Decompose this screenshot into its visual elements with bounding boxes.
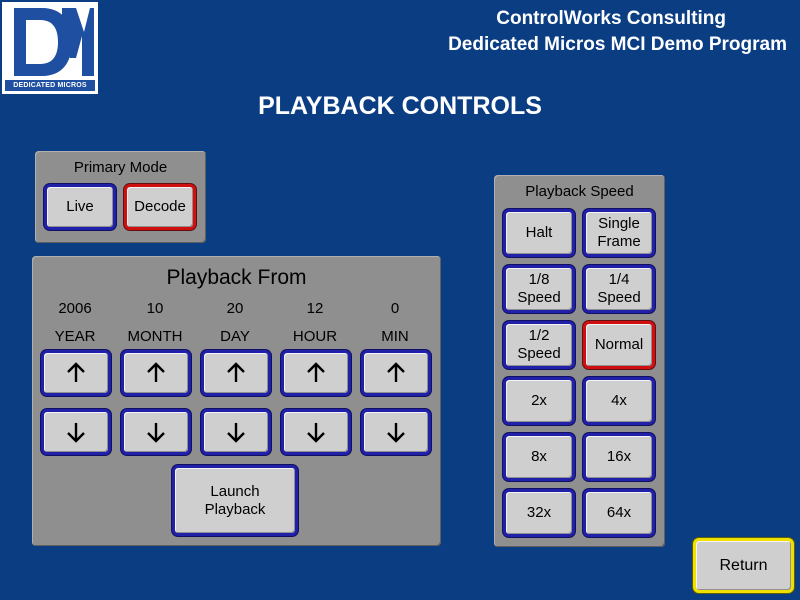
speed-1-2-label-line2: Speed [517, 345, 561, 362]
year-label: YEAR [54, 328, 96, 345]
launch-playback-button[interactable]: Launch Playback [172, 465, 298, 536]
hour-down-button[interactable] [281, 409, 351, 455]
dedicated-micros-logo: DEDICATED MICROS [0, 0, 100, 96]
primary-mode-panel: Primary Mode Live Decode [35, 151, 206, 243]
arrow-down-icon [387, 423, 405, 443]
arrow-down-icon [307, 423, 325, 443]
playback-from-panel: Playback From 2006 10 20 12 0 YEAR MONTH… [32, 256, 441, 546]
playback-speed-label: Playback Speed [525, 183, 634, 200]
min-label: MIN [381, 328, 409, 345]
launch-playback-label-line2: Playback [204, 500, 266, 518]
day-label: DAY [220, 328, 250, 345]
arrow-up-icon [307, 362, 325, 382]
hour-value: 12 [306, 300, 324, 317]
speed-8x-button[interactable]: 8x [503, 433, 575, 481]
arrow-down-icon [227, 423, 245, 443]
speed-1-4-label-line1: 1/4 [608, 271, 630, 288]
day-down-button[interactable] [201, 409, 271, 455]
speed-halt-label: Halt [525, 224, 553, 241]
month-label: MONTH [127, 328, 183, 345]
min-value: 0 [390, 300, 400, 317]
speed-normal-label: Normal [594, 336, 644, 353]
speed-16x-button[interactable]: 16x [583, 433, 655, 481]
speed-normal-button[interactable]: Normal [583, 321, 655, 369]
speed-1-8-label-line1: 1/8 [528, 271, 550, 288]
speed-32x-button[interactable]: 32x [503, 489, 575, 537]
speed-2x-label: 2x [531, 392, 547, 409]
speed-8x-label: 8x [531, 448, 547, 465]
speed-64x-button[interactable]: 64x [583, 489, 655, 537]
speed-1-8-button[interactable]: 1/8 Speed [503, 265, 575, 313]
year-down-button[interactable] [41, 409, 111, 455]
speed-halt-button[interactable]: Halt [503, 209, 575, 257]
month-value: 10 [146, 300, 164, 317]
arrow-up-icon [387, 362, 405, 382]
logo-caption: DEDICATED MICROS [5, 80, 95, 91]
speed-4x-label: 4x [611, 392, 627, 409]
year-up-button[interactable] [41, 350, 111, 396]
year-value: 2006 [58, 300, 92, 317]
speed-1-2-button[interactable]: 1/2 Speed [503, 321, 575, 369]
speed-32x-label: 32x [526, 504, 552, 521]
speed-single-frame-label-line2: Frame [597, 233, 641, 250]
speed-1-8-label-line2: Speed [517, 289, 561, 306]
arrow-up-icon [147, 362, 165, 382]
speed-64x-label: 64x [606, 504, 632, 521]
playback-speed-panel: Playback Speed Halt Single Frame 1/8 Spe… [494, 175, 665, 547]
arrow-down-icon [67, 423, 85, 443]
month-up-button[interactable] [121, 350, 191, 396]
arrow-up-icon [67, 362, 85, 382]
arrow-down-icon [147, 423, 165, 443]
hour-up-button[interactable] [281, 350, 351, 396]
launch-playback-label-line1: Launch [210, 482, 260, 500]
playback-from-label: Playback From [166, 266, 307, 289]
speed-1-4-button[interactable]: 1/4 Speed [583, 265, 655, 313]
speed-single-frame-label-line1: Single [598, 215, 640, 232]
day-up-button[interactable] [201, 350, 271, 396]
hour-label: HOUR [292, 328, 338, 345]
month-down-button[interactable] [121, 409, 191, 455]
page-title: PLAYBACK CONTROLS [258, 92, 542, 120]
speed-16x-label: 16x [606, 448, 632, 465]
live-button[interactable]: Live [44, 184, 116, 230]
speed-single-frame-button[interactable]: Single Frame [583, 209, 655, 257]
arrow-up-icon [227, 362, 245, 382]
return-button[interactable]: Return [693, 538, 794, 593]
min-down-button[interactable] [361, 409, 431, 455]
speed-1-4-label-line2: Speed [597, 289, 641, 306]
dm-logo-mark [14, 8, 94, 76]
min-up-button[interactable] [361, 350, 431, 396]
speed-2x-button[interactable]: 2x [503, 377, 575, 425]
company-name: ControlWorks Consulting [496, 8, 726, 29]
decode-button[interactable]: Decode [124, 184, 196, 230]
speed-4x-button[interactable]: 4x [583, 377, 655, 425]
program-name: Dedicated Micros MCI Demo Program [448, 34, 787, 55]
day-value: 20 [226, 300, 244, 317]
primary-mode-label: Primary Mode [73, 159, 168, 176]
speed-1-2-label-line1: 1/2 [528, 327, 550, 344]
